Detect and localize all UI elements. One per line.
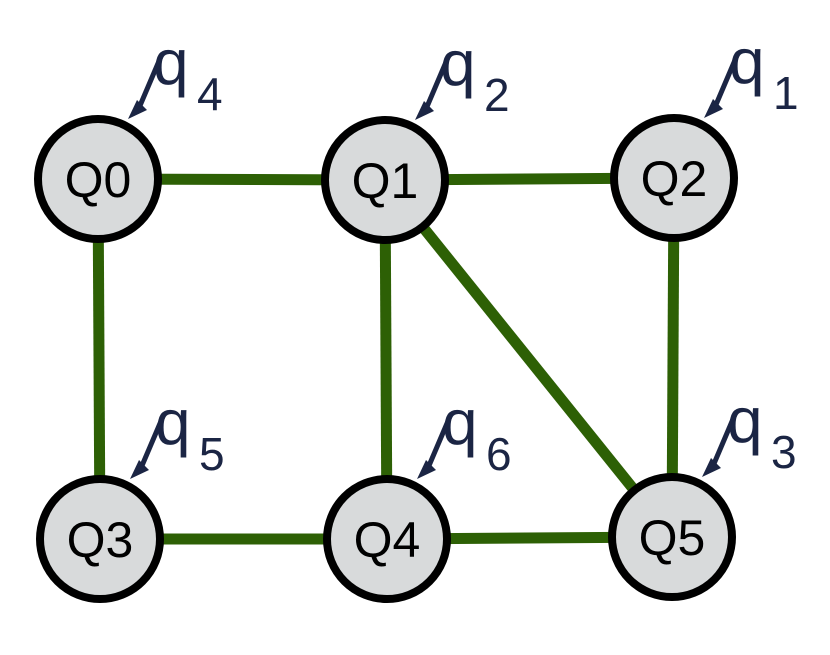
node-Q5-circle: [608, 473, 736, 601]
qubit-arrow-shaft-3: [710, 411, 739, 467]
node-Q4-label: Q4: [354, 512, 421, 568]
node-Q3-circle: [36, 475, 164, 603]
node-Q1-circle: [321, 116, 449, 244]
qubit-label-sub-2: 2: [484, 69, 510, 121]
qubit-arrow-shaft-6: [425, 413, 454, 469]
node-Q0-circle: [34, 115, 162, 243]
qubit-arrow-head-icon: [415, 101, 434, 120]
qubit-arrow-head-icon: [704, 99, 723, 118]
qubit-label-sub-1: 1: [773, 67, 799, 119]
qubit-arrow-head-icon: [702, 458, 721, 477]
node-Q1-label: Q1: [352, 153, 419, 209]
qubit-label-sub-5: 5: [199, 428, 225, 480]
qubit-label-sub-6: 6: [486, 428, 512, 480]
node-Q3-label: Q3: [67, 512, 134, 568]
qubit-arrow-shaft-2: [423, 54, 452, 110]
qubit-arrow-shaft-1: [712, 52, 741, 108]
node-Q4-circle: [323, 475, 451, 603]
qubit-arrow-shaft-4: [136, 53, 165, 109]
qubit-arrow-shaft-5: [138, 413, 167, 469]
node-Q0-label: Q0: [65, 152, 132, 208]
node-Q2-circle: [610, 114, 738, 242]
qubit-label-sub-4: 4: [197, 68, 223, 120]
qubit-label-sub-3: 3: [771, 426, 797, 478]
qubit-arrow-head-icon: [417, 460, 436, 479]
node-Q5-label: Q5: [639, 510, 706, 566]
qubit-arrow-head-icon: [128, 100, 147, 119]
node-Q2-label: Q2: [641, 151, 708, 207]
edge-Q1-Q5: [380, 176, 677, 541]
qubit-arrow-head-icon: [130, 460, 149, 479]
